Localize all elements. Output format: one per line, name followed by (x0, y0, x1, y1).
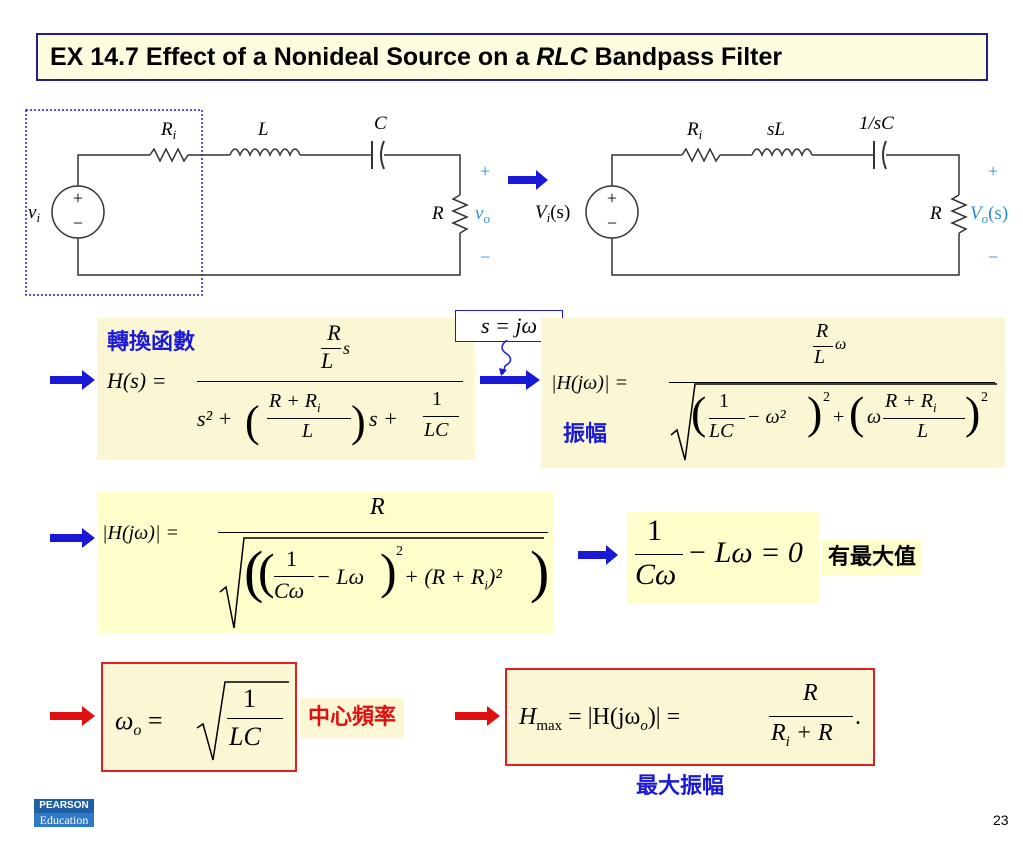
svg-text:+: + (480, 161, 490, 181)
eq2-t2-head: ω (867, 406, 882, 428)
eq3-fraction-bar (218, 532, 548, 533)
resistor-load (451, 194, 469, 234)
svg-text:R: R (929, 203, 942, 224)
voltage-source (51, 185, 105, 239)
eq4-den: Cω (635, 558, 677, 591)
pearson-brand: PEARSON (39, 800, 89, 811)
arrow-circuit (508, 170, 548, 190)
eq1-den-b: s + (369, 406, 398, 431)
label-amplitude: 振幅 (563, 422, 608, 447)
eq2-t1-num: 1 (719, 390, 729, 412)
eq2-num-l: L (814, 346, 826, 368)
eq3-lhs: |H(jω)| = (102, 522, 179, 544)
eq1-den-c-num: 1 (432, 388, 442, 410)
eq1-num-l: L (321, 348, 334, 373)
eq1-fraction-bar (197, 381, 463, 382)
eq6-lhs: Hmax = |H(jωo)| = (519, 704, 681, 734)
arrow-4 (578, 545, 618, 565)
label-r: R (431, 203, 444, 224)
label-ri-right: Ri (686, 119, 703, 142)
eq5-num: 1 (243, 684, 256, 713)
eq5-den: LC (229, 722, 261, 751)
slide-title: EX 14.7 Effect of a Nonideal Source on a… (50, 43, 783, 71)
svg-text:−: − (73, 213, 83, 233)
eq3-t2: + (R + Ri)² (404, 564, 502, 593)
eq2-fraction-bar (669, 382, 995, 383)
eq4-num: 1 (647, 514, 662, 547)
label-c: C (374, 113, 387, 134)
svg-text:+: + (607, 188, 617, 208)
label-vis: Vi(s) (535, 202, 570, 225)
amplitude-panel: |H(jω)| = R L ω ( 1 LC − ω² ) 2 + ( ω R … (541, 318, 1005, 468)
svg-text:−: − (480, 247, 490, 267)
eq2-t1-tail: − ω² (747, 406, 786, 428)
dashed-source-box (25, 109, 203, 296)
circuit-right: + − Vi(s) Ri sL 1/sC R + Vo(s) − (535, 113, 1008, 276)
eq2-lhs: |H(jω)| = (551, 372, 628, 394)
eq5-lhs: ωo = (115, 706, 163, 740)
eq1-num-r: R (327, 320, 341, 345)
eq1-den-a: s² + (197, 406, 233, 431)
capacitor-c (380, 140, 385, 170)
pearson-education: Education (34, 813, 94, 827)
arrow-1 (50, 370, 95, 390)
eq2-num-r: R (816, 320, 829, 342)
page-number: 23 (993, 812, 1009, 828)
transfer-function-panel: 轉換函數 H(s) = R L s s² + ( R + Ri L ) s + … (97, 318, 475, 460)
max-amplitude-box: Hmax = |H(jωo)| = R Ri + R . (505, 668, 875, 766)
eq2-t1-den: LC (709, 420, 734, 442)
label-l: L (257, 119, 269, 140)
arrow-6 (455, 706, 500, 726)
arrow-2 (480, 370, 540, 390)
eq1-den-frac-num: R + Ri (269, 390, 321, 415)
label-max-amplitude: 最大振幅 (636, 774, 725, 799)
label-vo: vo (475, 203, 490, 226)
eq1-den-c-den: LC (424, 419, 449, 441)
eq3-t1-den: Cω (274, 578, 305, 603)
eq2-t2-num: R + Ri (885, 390, 937, 415)
svg-text:+: + (73, 188, 83, 208)
callout-pointer (499, 340, 512, 376)
arrow-3 (50, 528, 95, 548)
label-1sc: 1/sC (859, 113, 894, 134)
eq1-num-s: s (343, 338, 351, 358)
eq6-num: R (803, 680, 818, 706)
title-box: EX 14.7 Effect of a Nonideal Source on a… (36, 33, 988, 81)
svg-text:−: − (607, 213, 617, 233)
label-ri: Ri (160, 119, 177, 142)
eq6-den: Ri + R (771, 720, 833, 750)
eq1-den-frac-den: L (302, 420, 314, 442)
arrow-5 (50, 706, 95, 726)
label-center-frequency: 中心頻率 (300, 698, 405, 738)
pearson-logo: PEARSON Education (34, 799, 94, 827)
inductor-l (229, 148, 301, 157)
label-vos: Vo(s) (970, 203, 1008, 226)
eq2-t2-den: L (917, 420, 929, 442)
max-condition-panel: 1 Cω − Lω = 0 (627, 512, 819, 604)
eq3-num: R (370, 494, 385, 520)
center-frequency-box: ωo = 1 LC (101, 662, 297, 772)
eq3-t1-num: 1 (286, 546, 297, 571)
label-sl: sL (767, 119, 785, 140)
eq3-t1-tail: − Lω (316, 564, 365, 589)
svg-text:−: − (988, 247, 998, 267)
amplitude-detail-panel: |H(jω)| = R ( ( 1 Cω − Lω ) 2 + (R + Ri)… (98, 492, 554, 634)
label-transfer-function: 轉換函數 (107, 330, 196, 355)
circuit-left: + − vi Ri L C R + vo − (25, 109, 490, 296)
eq2-num-w: ω (835, 336, 847, 353)
eq1-lhs: H(s) = (107, 368, 167, 393)
resistor-ri (149, 147, 189, 163)
svg-text:+: + (988, 161, 998, 181)
label-vi: vi (28, 202, 40, 225)
eq4-tail: − Lω = 0 (687, 536, 803, 569)
label-has-max: 有最大值 (822, 540, 923, 576)
eq1-paren: ( (245, 397, 260, 446)
